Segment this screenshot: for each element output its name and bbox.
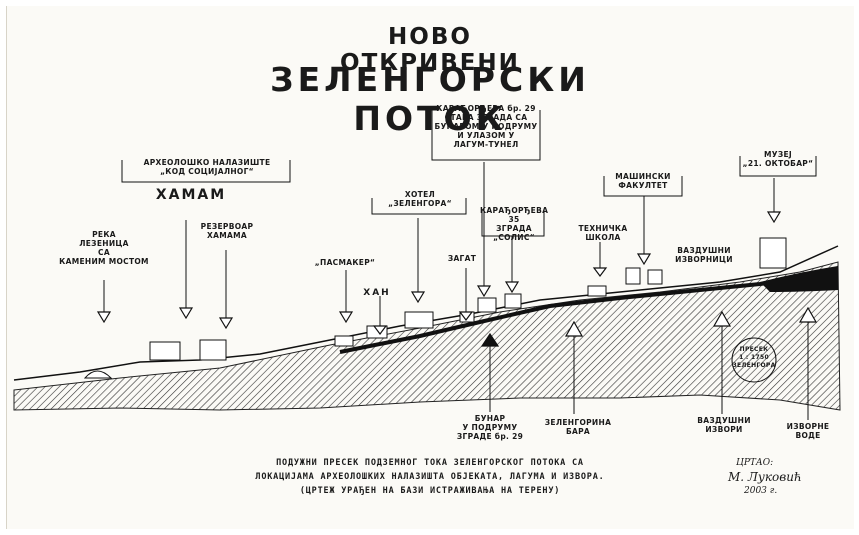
up-arrows [480,306,818,347]
signature-name: М. Луковић [728,470,802,484]
signature-label: ЦРТАО: [736,458,774,468]
scale-stamp [731,337,777,383]
caption-line-2: ЛОКАЦИЈАМА АРХЕОЛОШКИХ НАЛАЗИШТА ОБЈЕКАТ… [255,472,605,482]
stream-dark-pool [760,266,838,292]
leader-lines [103,162,809,420]
drawing-sheet [6,6,854,529]
label-muzej: МУЗЕЈ„21. ОКТОБАР“ [742,150,814,168]
ground-surface-line [13,245,839,381]
caption-line-3: (ЦРТЕЖ УРАЂЕН НА БАЗИ ИСТРАЖИВАЊА НА ТЕР… [299,486,561,496]
label-hotel: ХОТЕЛ„ЗЕЛЕНГОРА“ [388,190,452,208]
label-han: ХАН [363,288,391,298]
label-hamam: ХАМАМ [155,187,227,203]
label-zagat: ЗАГАТ [447,254,477,263]
buildings [83,237,787,379]
stream-channel [339,274,821,354]
caption-line-1: ПОДУЖНИ ПРЕСЕК ПОДЗЕМНОГ ТОКА ЗЕЛЕНГОРСК… [276,458,584,468]
down-arrows [96,211,782,335]
label-pasmaker: „ПАСМАКЕР“ [314,258,376,267]
label-brackets [121,110,817,237]
signature-year: 2003 г. [744,486,778,496]
title-line-1: НОВО ОТКРИВЕНИ [340,24,520,76]
title-line-2: ЗЕЛЕНГОРСКИ ПОТОК [270,60,590,138]
label-arheolosko-nalaziste: АРХЕОЛОШКО НАЛАЗИШТЕ„КОД СОЦИЈАЛНОГ“ [143,158,271,176]
